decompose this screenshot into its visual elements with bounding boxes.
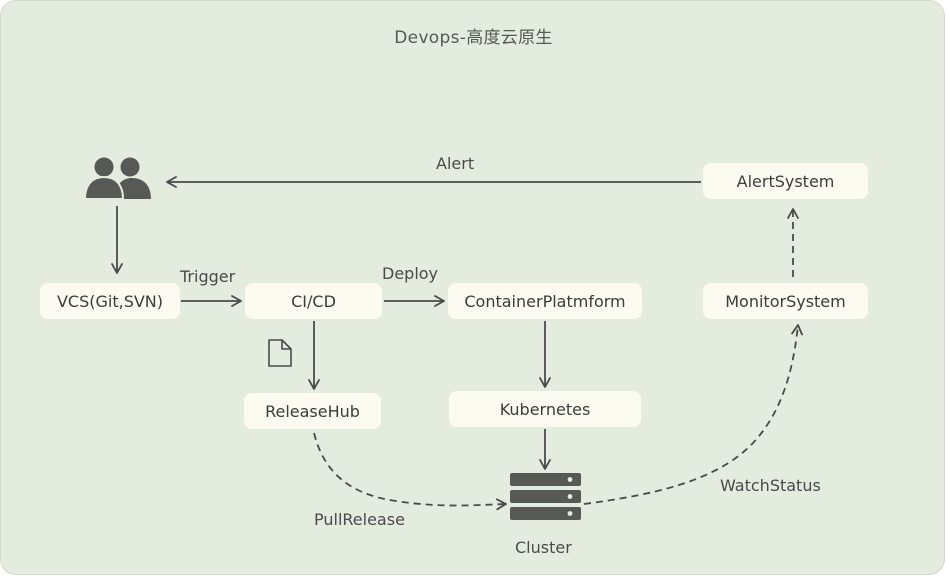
edge-label-alert: Alert bbox=[436, 154, 475, 173]
edge-label-watch-status: WatchStatus bbox=[720, 476, 821, 495]
edge-label-deploy: Deploy bbox=[382, 264, 439, 283]
server-rack-icon bbox=[510, 473, 581, 520]
node-alert-system: AlertSystem bbox=[703, 163, 868, 199]
node-container-platform: ContainerPlatmform bbox=[448, 283, 642, 319]
node-cluster-label: Cluster bbox=[515, 538, 572, 557]
edge-label-trigger: Trigger bbox=[180, 267, 236, 286]
diagram-title: Devops-高度云原生 bbox=[394, 28, 553, 48]
edge-watch-status bbox=[583, 324, 803, 505]
node-kubernetes: Kubernetes bbox=[449, 391, 641, 427]
edge-label-pull-release: PullRelease bbox=[314, 510, 405, 529]
node-monitor-system: MonitorSystem bbox=[703, 283, 868, 319]
node-cicd: CI/CD bbox=[245, 283, 382, 319]
node-vcs: VCS(Git,SVN) bbox=[40, 283, 180, 319]
users-icon bbox=[83, 155, 151, 200]
document-icon bbox=[268, 339, 292, 367]
node-release-hub: ReleaseHub bbox=[244, 393, 381, 429]
edge-pull-release bbox=[313, 432, 507, 511]
